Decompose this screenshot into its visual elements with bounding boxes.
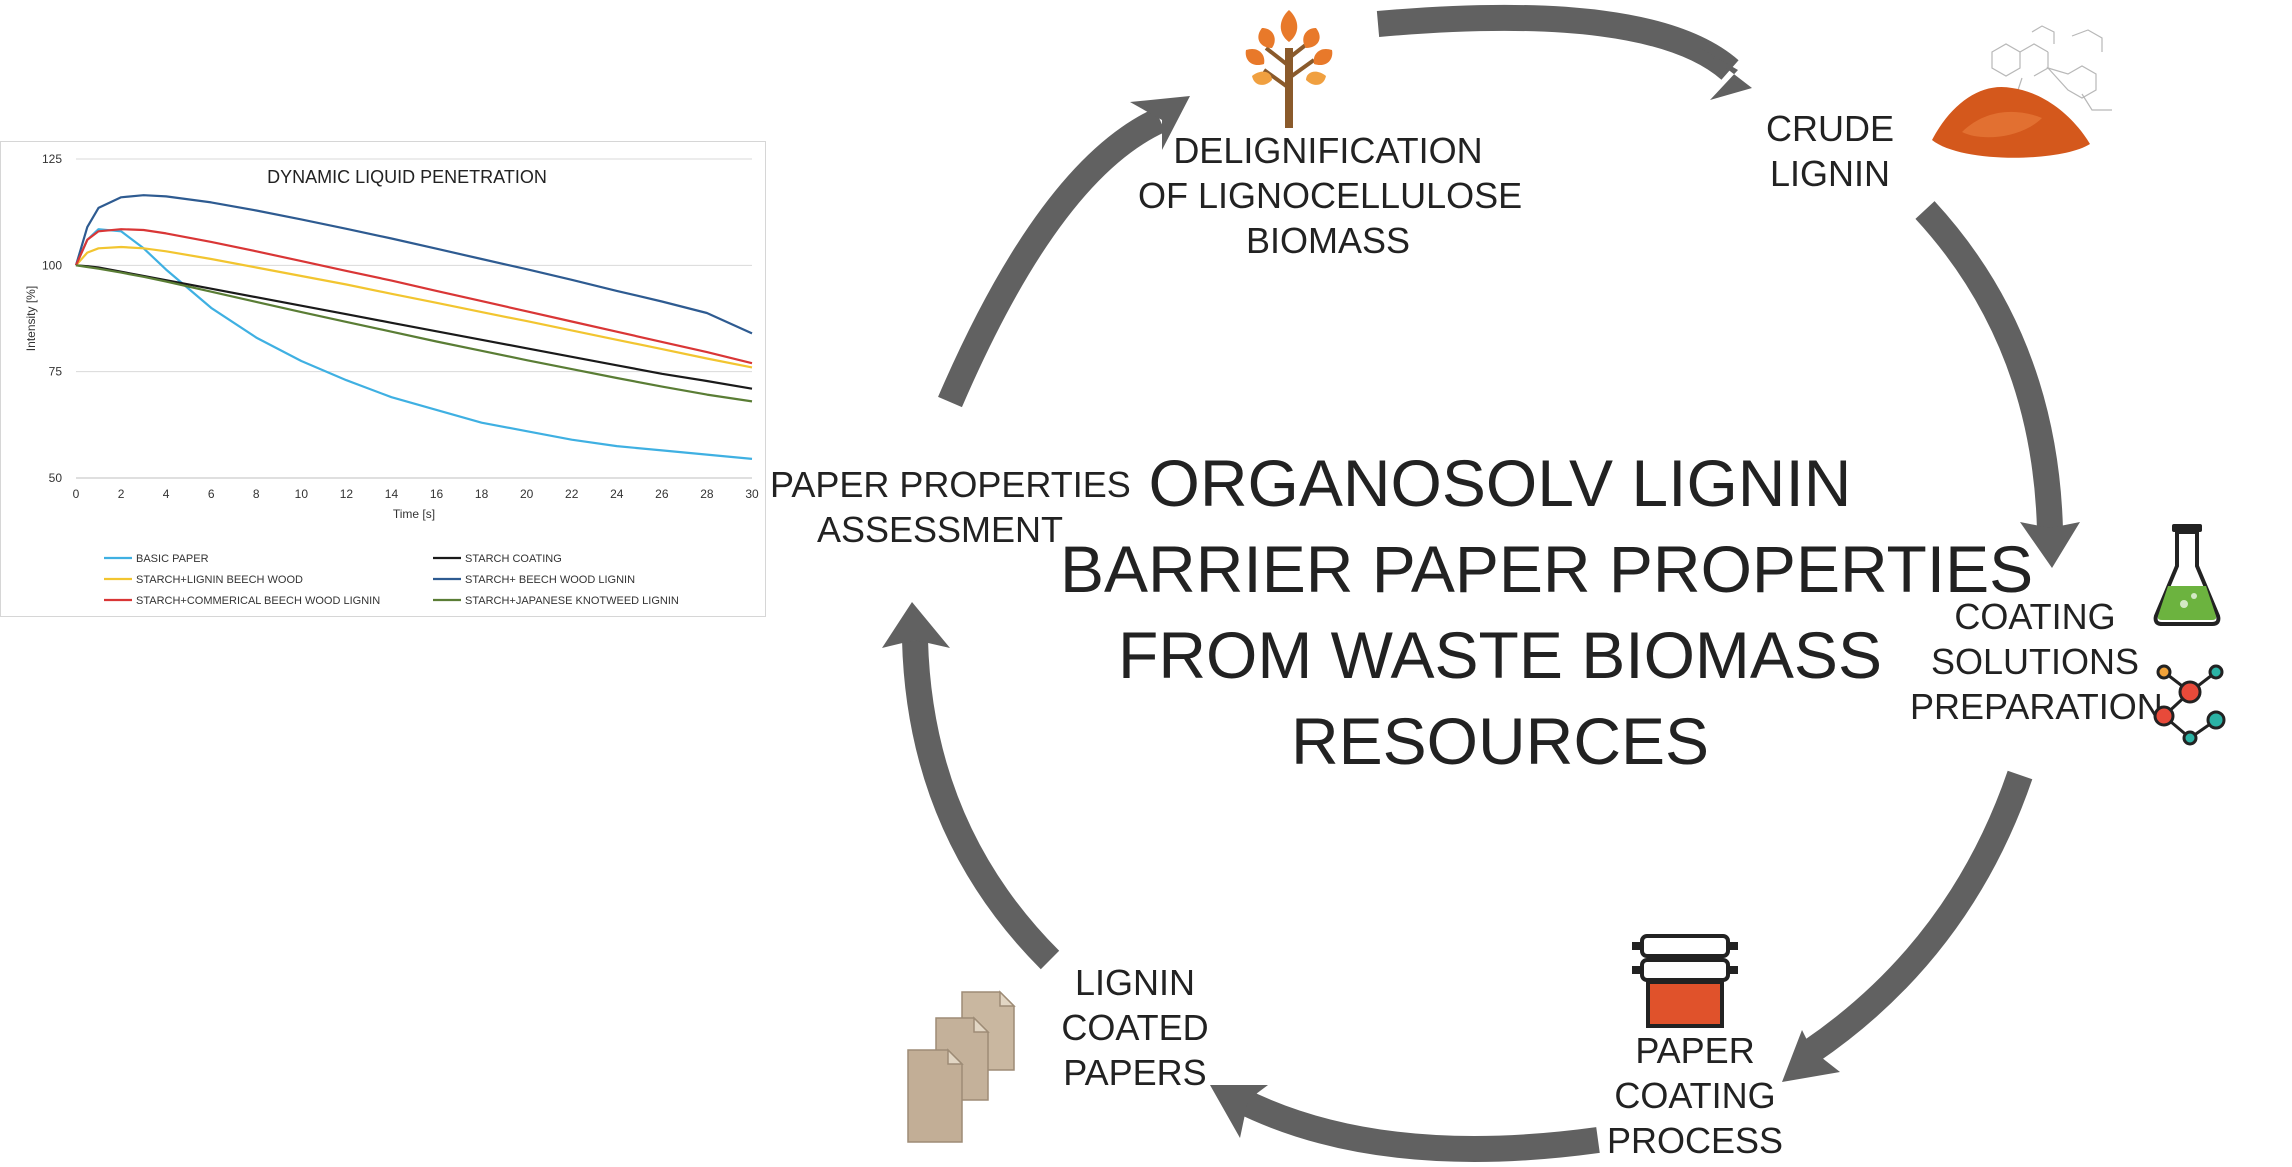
step-coating-solutions-line-1: COATING — [1954, 596, 2116, 637]
chart-x-tick-label: 18 — [475, 487, 489, 501]
chart-x-tick-label: 6 — [208, 487, 215, 501]
step-delignification-line-1: DELIGNIFICATION — [1173, 130, 1483, 171]
chart-series-line-5 — [74, 228, 753, 365]
step-coating-solutions-line-3: PREPARATION — [1910, 686, 2163, 727]
step-assessment-line-1: PAPER PROPERTIES — [770, 464, 1131, 505]
chart-x-tick-label: 2 — [118, 487, 125, 501]
step-coated-papers: LIGNIN COATED PAPERS — [1040, 960, 1230, 1095]
chart-title: DYNAMIC LIQUID PENETRATION — [267, 167, 547, 187]
chart-legend-label: STARCH COATING — [465, 553, 562, 565]
chart-legend-label: STARCH+ BEECH WOOD LIGNIN — [465, 574, 635, 586]
step-coating-solutions: COATING SOLUTIONS PREPARATION — [1910, 594, 2163, 729]
arrowhead-1 — [1700, 48, 1752, 100]
chart-x-tick-label: 0 — [73, 487, 80, 501]
chart-y-tick-label: 75 — [49, 365, 63, 379]
chart-x-axis-title: Time [s] — [393, 507, 435, 521]
chart-x-tick-label: 22 — [565, 487, 579, 501]
step-delignification-line-2: OF LIGNOCELLULOSE — [1138, 175, 1523, 216]
tree-icon — [1245, 10, 1333, 128]
arrowhead-2 — [2020, 522, 2080, 568]
step-paper-coating: PAPER COATING PROCESS — [1590, 1028, 1800, 1163]
step-coating-solutions-line-2: SOLUTIONS — [1930, 641, 2140, 682]
paper-stack-icon — [907, 990, 1016, 1143]
step-paper-coating-line-3: PROCESS — [1606, 1120, 1784, 1161]
step-delignification: DELIGNIFICATION OF LIGNOCELLULOSE BIOMAS… — [1138, 128, 1523, 263]
chart-series-line-6 — [75, 264, 753, 403]
step-crude-lignin-line-2: LIGNIN — [1769, 153, 1891, 194]
step-coated-papers-line-3: PAPERS — [1063, 1052, 1207, 1093]
center-title: ORGANOSOLV LIGNIN BARRIER PAPER PROPERTI… — [1060, 440, 2034, 784]
chart-x-tick-label: 20 — [520, 487, 534, 501]
step-delignification-line-3: BIOMASS — [1245, 220, 1411, 261]
arrow-coating-solutions-to-paper-coating — [1802, 770, 2033, 1063]
center-title-line-1: ORGANOSOLV LIGNIN — [1148, 446, 1852, 520]
chart-series-line-1 — [74, 228, 753, 460]
chart-x-tick-label: 4 — [163, 487, 170, 501]
chart-x-tick-label: 14 — [385, 487, 399, 501]
chart-x-tick-label: 8 — [253, 487, 260, 501]
step-paper-coating-line-2: COATING — [1614, 1075, 1776, 1116]
step-assessment-line-2: ASSESSMENT — [816, 509, 1064, 550]
chart-y-axis-title: Intensity [%] — [24, 286, 38, 351]
chart-legend-label: STARCH+LIGNIN BEECH WOOD — [136, 574, 303, 586]
chart-x-tick-label: 24 — [610, 487, 624, 501]
chart-x-tick-label: 30 — [745, 487, 759, 501]
step-crude-lignin-line-1: CRUDE — [1765, 108, 1894, 149]
chart-series-line-4 — [74, 194, 753, 335]
chart-legend-label: BASIC PAPER — [136, 553, 209, 565]
molecule-icon — [2153, 664, 2226, 746]
chart-x-tick-label: 28 — [700, 487, 714, 501]
arrow-paper-coating-to-coated-papers — [1234, 1088, 1600, 1162]
flask-icon — [2153, 524, 2221, 626]
arrow-coated-papers-to-assessment — [902, 639, 1060, 970]
chart-legend-label: STARCH+COMMERICAL BEECH WOOD LIGNIN — [136, 595, 380, 607]
chart-y-tick-label: 125 — [42, 152, 62, 166]
arrow-assessment-to-delignification — [938, 108, 1166, 408]
chart-x-tick-label: 12 — [340, 487, 354, 501]
lignin-powder-icon — [1932, 25, 2112, 158]
chart-series-line-3 — [75, 245, 753, 369]
arrowhead-6 — [1130, 96, 1190, 150]
chart-legend-label: STARCH+JAPANESE KNOTWEED LIGNIN — [465, 595, 679, 607]
chart-y-tick-label: 100 — [42, 258, 62, 272]
step-coated-papers-line-2: COATED — [1061, 1007, 1209, 1048]
step-paper-coating-line-1: PAPER — [1635, 1030, 1755, 1071]
arrowhead-3 — [1782, 1030, 1840, 1082]
chart-x-tick-label: 26 — [655, 487, 669, 501]
arrow-delignification-to-crude-lignin — [1376, 4, 1739, 81]
arrow-crude-lignin-to-coating-solutions — [1915, 201, 2063, 531]
coating-machine-icon — [1632, 934, 1738, 1028]
center-title-line-4: RESOURCES — [1290, 704, 1710, 778]
step-crude-lignin: CRUDE LIGNIN — [1740, 106, 1920, 196]
step-coated-papers-line-1: LIGNIN — [1074, 962, 1196, 1003]
center-title-line-2: BARRIER PAPER PROPERTIES — [1060, 532, 2034, 606]
chart-x-tick-label: 16 — [430, 487, 444, 501]
chart-y-tick-label: 50 — [49, 471, 63, 485]
arrowhead-4 — [1210, 1085, 1268, 1138]
chart-x-tick-label: 10 — [295, 487, 309, 501]
arrowhead-5 — [882, 602, 950, 648]
center-title-line-3: FROM WASTE BIOMASS — [1118, 618, 1882, 692]
step-assessment: PAPER PROPERTIES ASSESSMENT — [770, 462, 1131, 552]
